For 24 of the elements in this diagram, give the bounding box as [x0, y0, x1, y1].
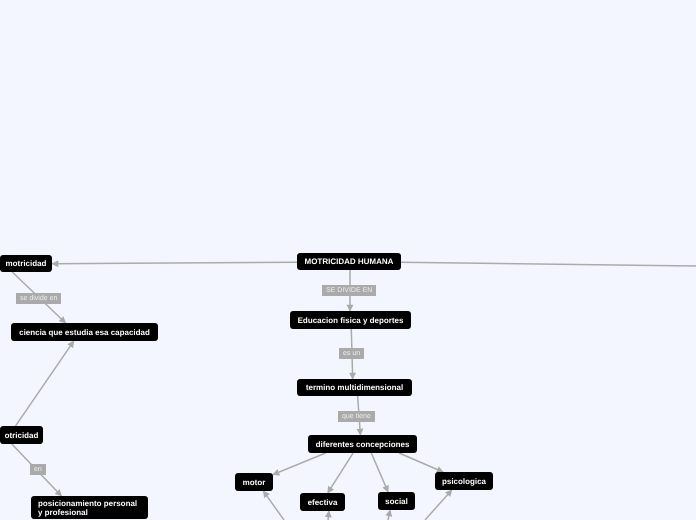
concept-box: social: [378, 492, 415, 510]
connector-line: [401, 262, 696, 267]
concept-box: termino multidimensional: [297, 379, 412, 396]
concept-box: Educacion fisica y deportes: [290, 311, 411, 329]
concept-box: diferentes concepciones: [308, 435, 417, 453]
arrow: [262, 490, 285, 520]
arrow: [398, 452, 444, 473]
arrow: [51, 260, 297, 268]
arrow: [272, 452, 326, 476]
concept-box: efectiva: [300, 493, 345, 511]
arrow: [327, 452, 354, 494]
arrow: [424, 489, 452, 520]
concept-box: motor: [235, 473, 273, 491]
concept-box: posicionamiento personal y profesional: [31, 496, 148, 519]
concept-box: motricidad: [0, 255, 52, 272]
arrow: [11, 443, 62, 497]
concept-box: psicologica: [435, 472, 493, 490]
concept-box: MOTRICIDAD HUMANA: [297, 253, 401, 270]
arrow: [370, 452, 389, 493]
arrow: [385, 509, 392, 520]
concept-box: otricidad: [0, 426, 43, 444]
arrow: [324, 510, 332, 520]
arrow: [14, 340, 74, 426]
concept-box: ciencia que estudia esa capacidad: [11, 323, 158, 341]
